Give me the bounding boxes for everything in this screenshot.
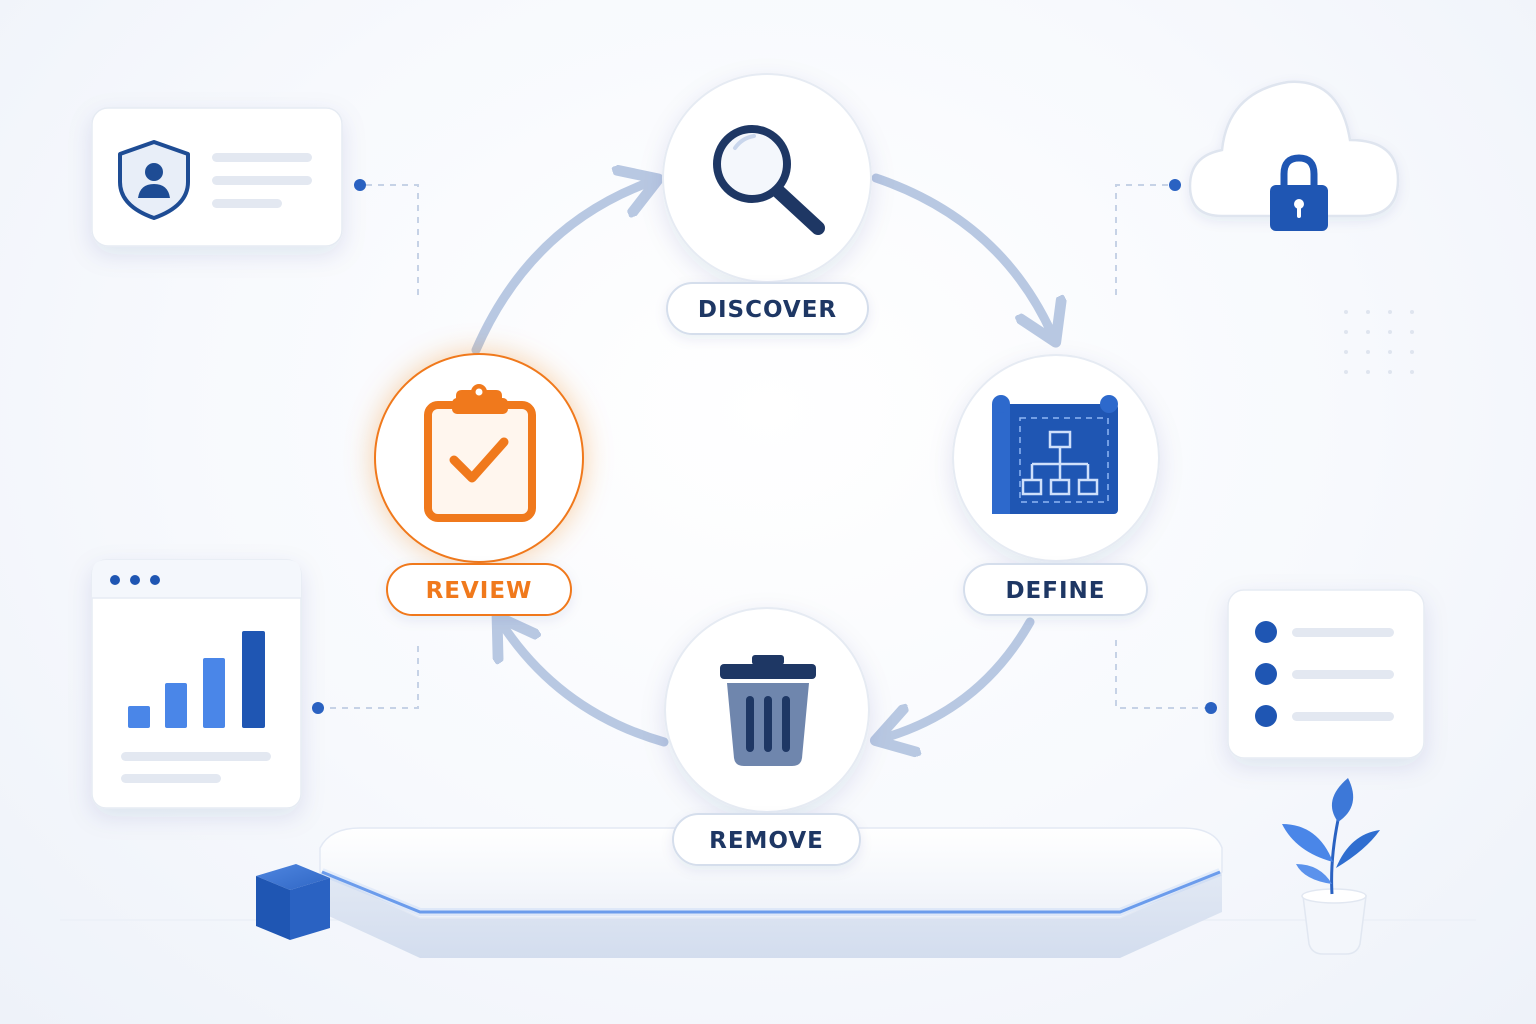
bar-chart-icon bbox=[128, 631, 265, 728]
stage-label-pill[interactable] bbox=[672, 813, 861, 866]
lock-icon bbox=[1270, 154, 1328, 231]
stage-label: DISCOVER bbox=[698, 297, 837, 323]
connector-dot bbox=[1169, 179, 1181, 191]
text-line-placeholder bbox=[121, 752, 271, 761]
stage-label-pill[interactable] bbox=[386, 563, 572, 616]
connector-dot bbox=[1205, 702, 1217, 714]
stage-label-pill[interactable] bbox=[666, 282, 869, 335]
cycle-arrows bbox=[471, 173, 1052, 747]
text-line-placeholder bbox=[212, 199, 282, 208]
stage-label: REMOVE bbox=[709, 828, 824, 854]
window-dot-icon bbox=[130, 575, 140, 585]
window-dot-icon bbox=[110, 575, 120, 585]
platform bbox=[319, 827, 1223, 958]
text-line-placeholder bbox=[121, 774, 221, 783]
magnifier-icon bbox=[713, 125, 825, 235]
cube-decoration bbox=[256, 864, 330, 940]
text-line-placeholder bbox=[1292, 670, 1394, 679]
stage-remove[interactable]: REMOVE bbox=[664, 607, 870, 866]
stage-label: REVIEW bbox=[426, 578, 533, 604]
checklist-card bbox=[1227, 589, 1425, 759]
arrow-discover-to-define bbox=[871, 173, 1052, 334]
trash-icon bbox=[720, 655, 816, 766]
stage-define[interactable]: DEFINE bbox=[952, 354, 1160, 616]
stage-review[interactable]: REVIEW bbox=[374, 353, 584, 616]
connector-dot bbox=[312, 702, 324, 714]
blueprint-icon bbox=[992, 395, 1118, 514]
text-line-placeholder bbox=[212, 153, 312, 162]
arrow-define-to-remove bbox=[884, 617, 1035, 738]
stage-label: DEFINE bbox=[1005, 578, 1105, 604]
shield-user-icon bbox=[118, 140, 190, 220]
dot-grid-decoration bbox=[1344, 310, 1414, 374]
arrow-review-to-discover bbox=[471, 182, 650, 355]
stage-label-pill[interactable] bbox=[963, 563, 1148, 616]
cloud-card bbox=[1188, 80, 1400, 231]
arrow-remove-to-review bbox=[502, 624, 669, 747]
analytics-card bbox=[91, 559, 302, 809]
plant-decoration bbox=[1282, 778, 1380, 955]
connector-dot bbox=[354, 179, 366, 191]
text-line-placeholder bbox=[1292, 712, 1394, 721]
window-dot-icon bbox=[150, 575, 160, 585]
text-line-placeholder bbox=[1292, 628, 1394, 637]
identity-card bbox=[91, 107, 343, 247]
clipboard-check-icon bbox=[424, 384, 536, 522]
text-line-placeholder bbox=[212, 176, 312, 185]
stage-discover[interactable]: DISCOVER bbox=[662, 73, 872, 335]
dashed-connectors bbox=[318, 184, 1210, 709]
bullet-list-icon bbox=[1255, 621, 1277, 727]
